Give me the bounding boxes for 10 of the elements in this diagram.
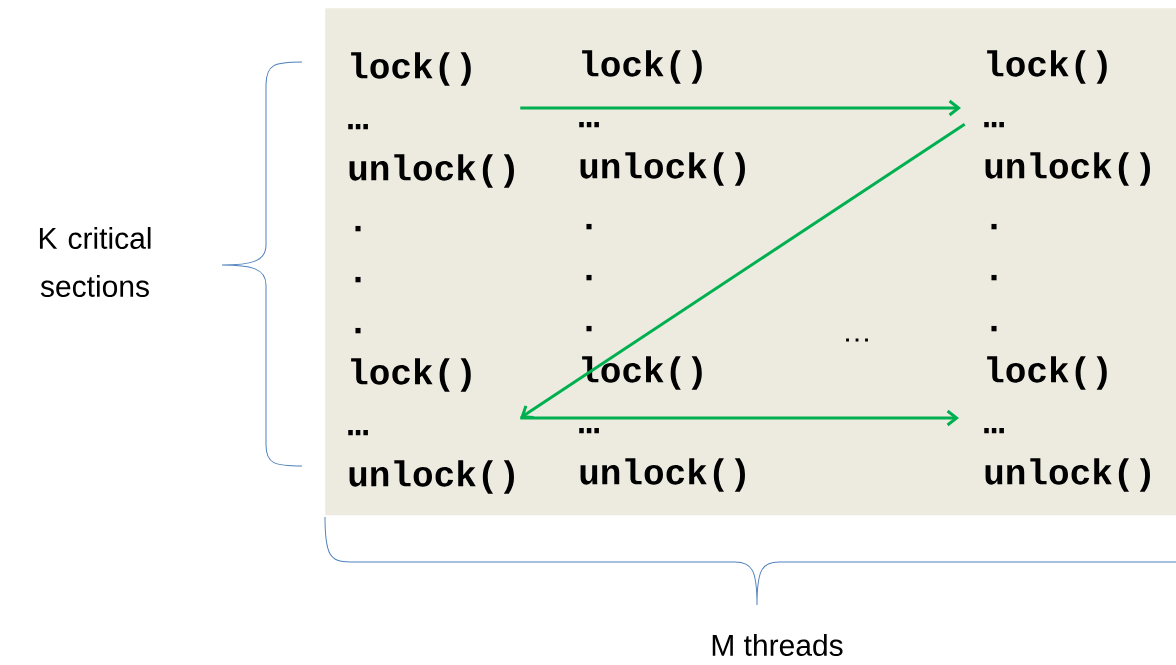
arrow	[520, 99, 961, 117]
code-column: lock() … unlock() . . . lock() … unlock()	[348, 52, 514, 494]
code-column: lock() … unlock() . . . lock() … unlock()	[579, 50, 745, 492]
arrow	[520, 409, 959, 427]
code-column: lock() … unlock() . . . lock() … unlock()	[984, 50, 1150, 492]
brace-label: M threads	[712, 634, 843, 657]
arrow	[520, 122, 966, 420]
panel-background	[325, 8, 1176, 516]
ellipsis: …	[846, 338, 868, 342]
brace-label: K critical sections	[39, 227, 151, 298]
